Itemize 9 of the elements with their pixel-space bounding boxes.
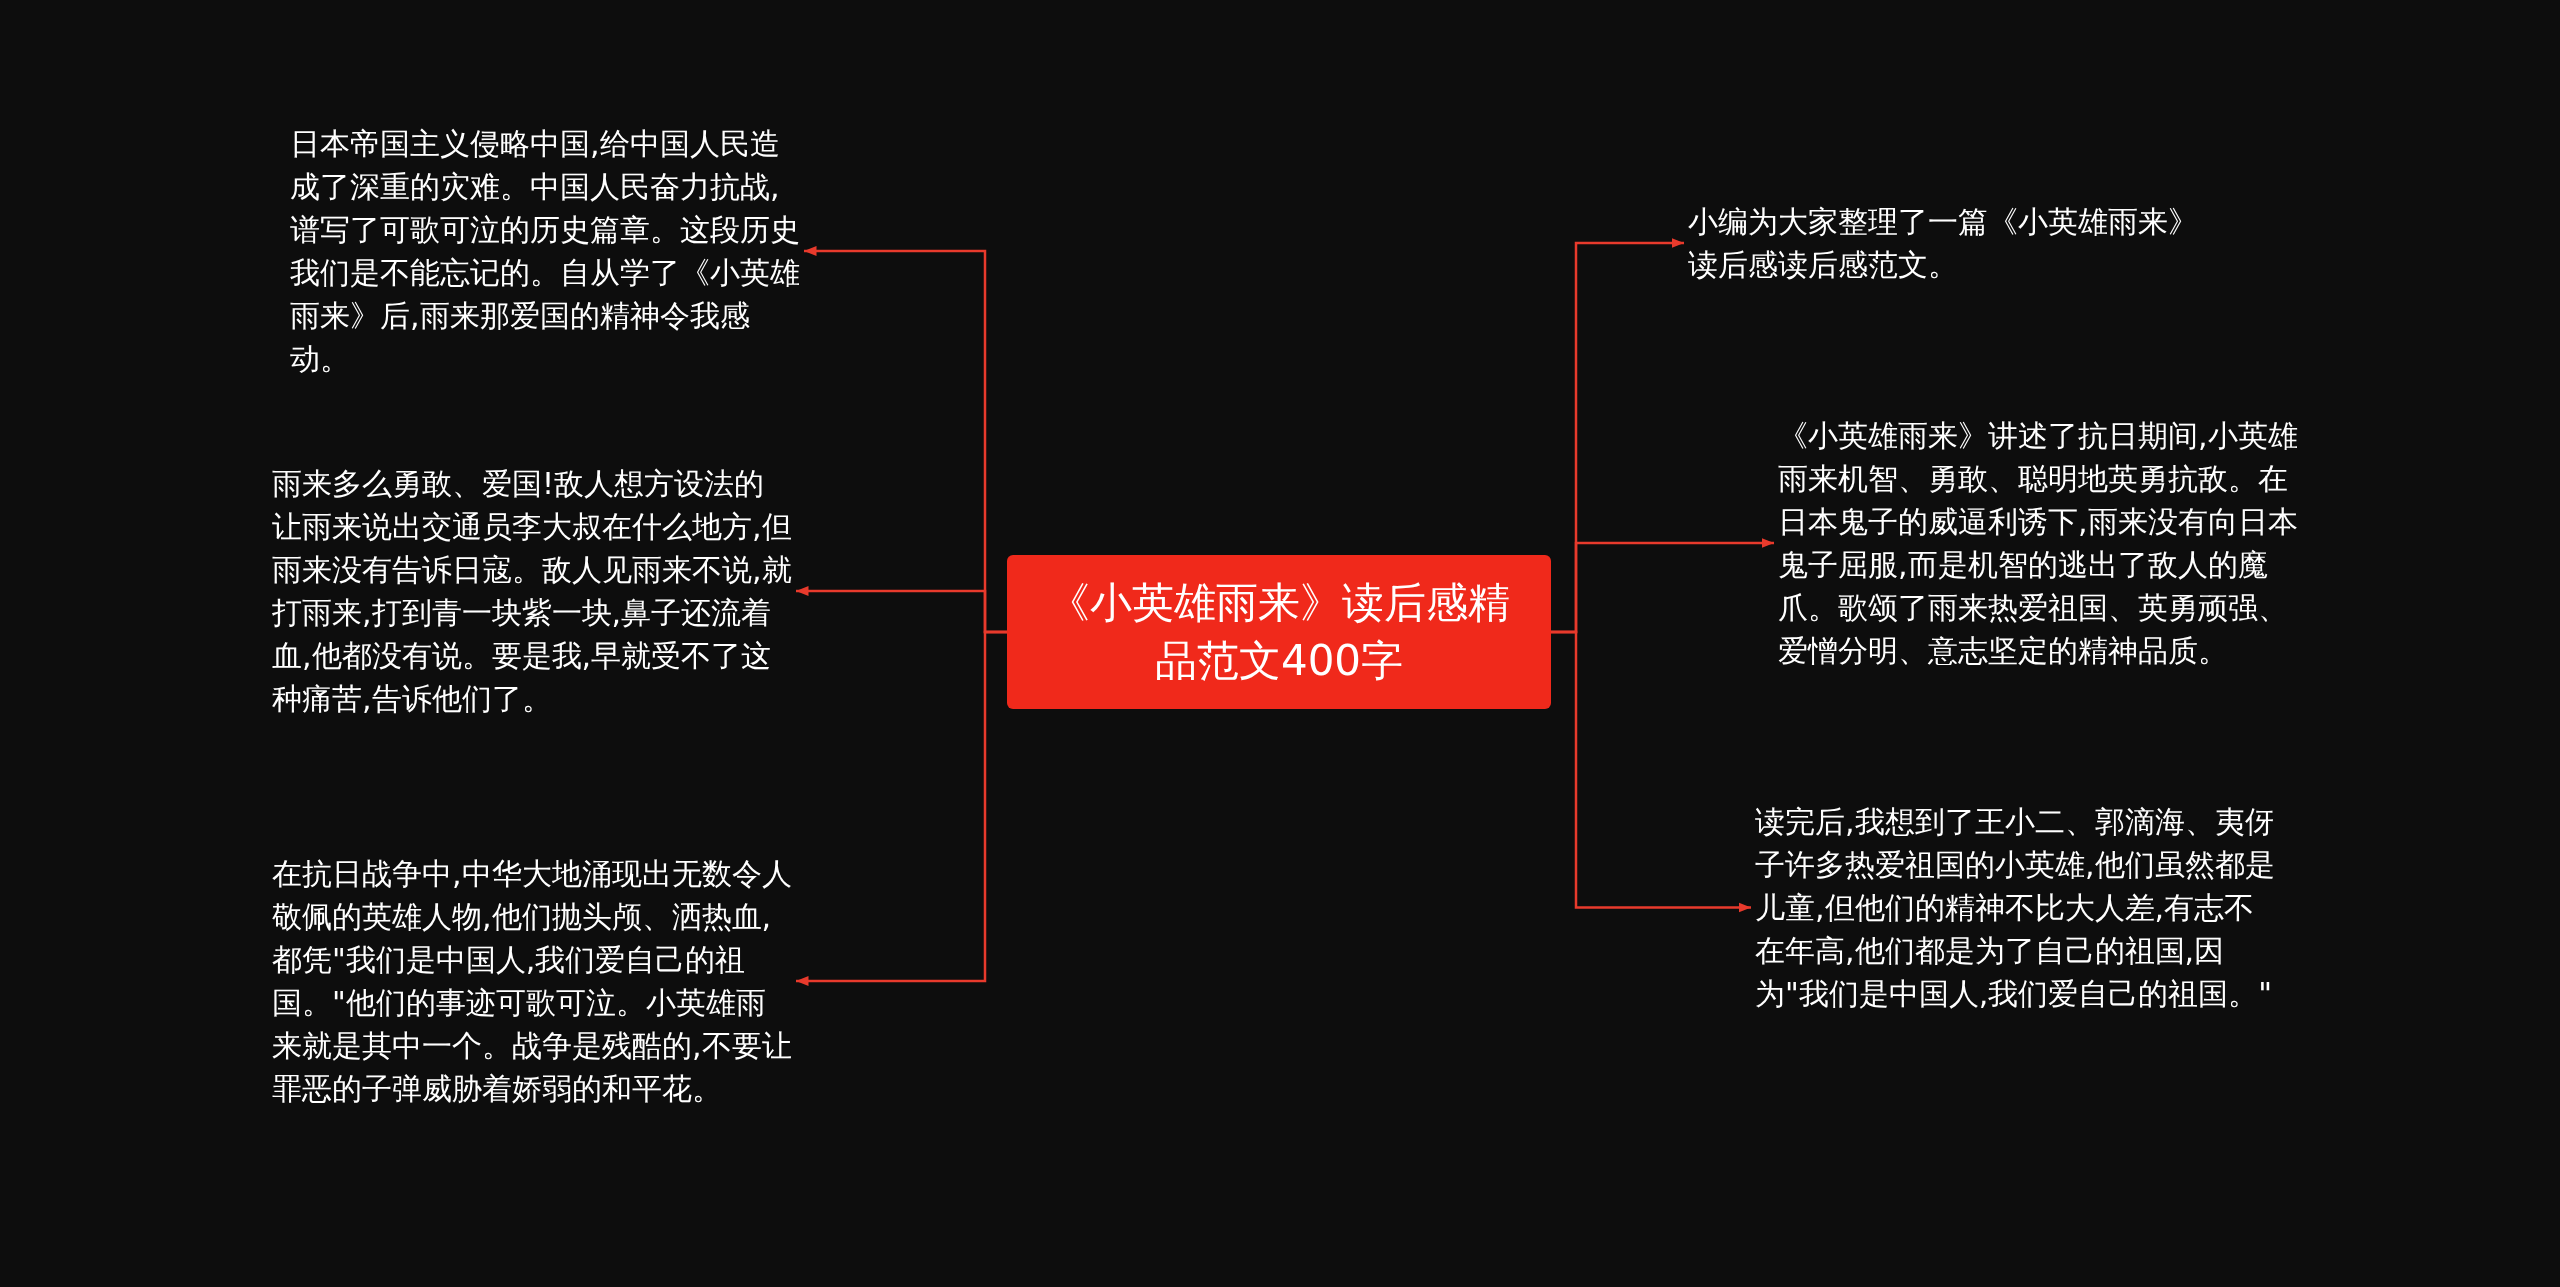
topic-box: 《小英雄雨来》读后感精品范文400字 [1007,555,1551,709]
paragraph-text: 雨来多么勇敢、爱国!敌人想方设法的让雨来说出交通员李大叔在什么地方,但雨来没有告诉日寇。敌人见雨来不说,就打雨来,打到青一块紫一块,鼻子还流着血,他都没有说。要是我,早就受不了这种痛苦,告诉他们了。 [272,462,792,720]
paragraph-text: 小编为大家整理了一篇《小英雄雨来》读后感读后感范文。 [1688,200,2208,286]
paragraph-text: 在抗日战争中,中华大地涌现出无数令人敬佩的英雄人物,他们抛头颅、洒热血,都凭"我们是中国人,我们爱自己的祖国。"他们的事迹可歌可泣。小英雄雨来就是其中一个。战争是残酷的,不要让罪恶的子弹威胁着娇弱的和平花。 [272,852,792,1110]
paragraph-text: 读完后,我想到了王小二、郭滴海、夷伢子许多热爱祖国的小英雄,他们虽然都是儿童,但他们的精神不比大人差,有志不在年高,他们都是为了自己的祖国,因为"我们是中国人,我们爱自己的祖国。" [1755,800,2275,1015]
paragraph-text: 《小英雄雨来》讲述了抗日期间,小英雄雨来机智、勇敢、聪明地英勇抗敌。在日本鬼子的威逼利诱下,雨来没有向日本鬼子屈服,而是机智的逃出了敌人的魔爪。歌颂了雨来热爱祖国、英勇顽强、爱憎分明、意志坚定的精神品质。 [1778,414,2298,672]
connector-arrow [1551,630,1751,913]
connector-arrow [796,630,1007,986]
paragraph-text: 日本帝国主义侵略中国,给中国人民造成了深重的灾难。中国人民奋力抗战,谱写了可歌可泣的历史篇章。这段历史我们是不能忘记的。自从学了《小英雄雨来》后,雨来那爱国的精神令我感动。 [290,122,800,380]
